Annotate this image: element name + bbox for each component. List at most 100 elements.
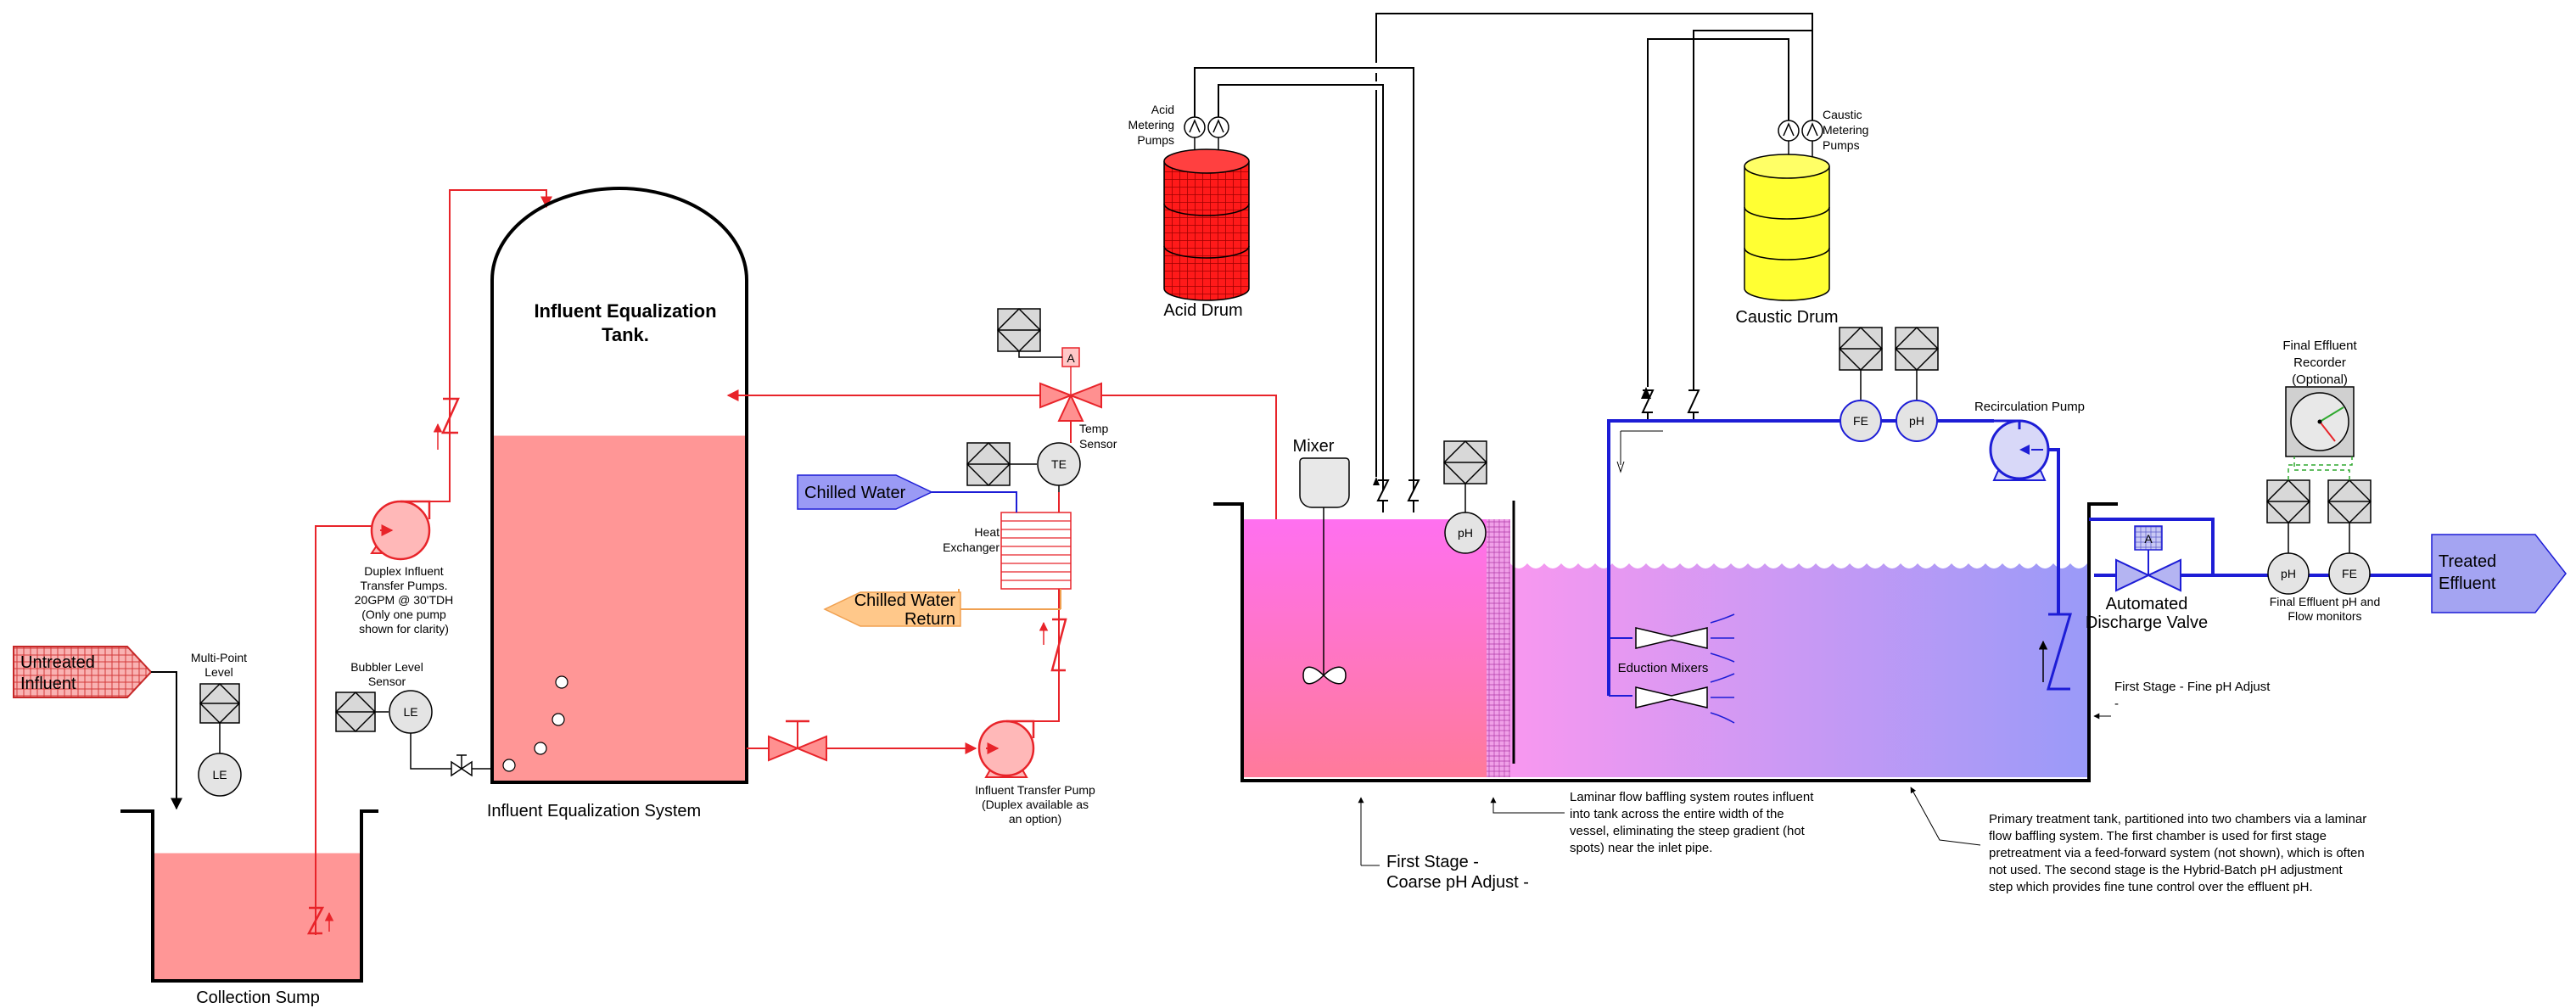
- final-monitors-label-1: Final Effluent pH and: [2270, 595, 2381, 608]
- cross-link-arrow: [1373, 477, 1380, 485]
- first-stage-coarse-label-1: First Stage -: [1386, 853, 1479, 871]
- caustic-pumps-label-2: Metering: [1823, 123, 1868, 137]
- final-effluent-flow-sensor: FE: [2327, 479, 2372, 595]
- acid-feed-line-2: [1218, 84, 1384, 490]
- collection-sump-liquid: [153, 853, 361, 979]
- eduction-mixers-label: Eduction Mixers: [1618, 661, 1709, 675]
- heat-exchanger-label-2: Exchanger: [943, 540, 1000, 554]
- caustic-check-2: [1687, 389, 1700, 413]
- mixer: [1299, 457, 1350, 685]
- caustic-metering-pumps: [1778, 120, 1823, 165]
- collection-sump: [120, 809, 378, 983]
- acid-drum-label: Acid Drum: [1163, 301, 1242, 320]
- eq-tank: [490, 187, 748, 784]
- chilled-return-label-1: Chilled Water: [854, 591, 956, 610]
- chilled-water-line: [932, 491, 1017, 512]
- le-label-sump: LE: [212, 768, 227, 781]
- caustic-drum-label: Caustic Drum: [1735, 308, 1838, 327]
- primary-pointer: [1910, 787, 1981, 846]
- duplex-pumps-label-5: shown for clarity): [359, 622, 449, 636]
- caustic-feed-line-outer: [1375, 13, 1813, 120]
- heat-exchanger-label-1: Heat: [974, 525, 1000, 539]
- le-label-eq: LE: [403, 705, 417, 719]
- ph-label-final: pH: [2281, 567, 2296, 580]
- treated-effluent-label-1: Treated: [2439, 552, 2496, 571]
- temp-sensor-label-1: Temp: [1079, 422, 1108, 435]
- caustic-drop-arrow-1: [1641, 387, 1651, 399]
- influent-transfer-pump-label-2: (Duplex available as: [982, 798, 1089, 811]
- treated-effluent-label-2: Effluent: [2439, 574, 2496, 593]
- primary-note-4: not used. The second stage is the Hybrid…: [1989, 863, 2343, 877]
- chilled-water-label: Chilled Water: [804, 484, 906, 502]
- heat-exchanger: [1000, 512, 1072, 590]
- temp-sensor: TE: [966, 441, 1081, 492]
- primary-note-5: step which provides fine tune control ov…: [1989, 880, 2313, 894]
- acid-drum: [1163, 148, 1250, 301]
- discharge-valve-a-label: A: [2144, 532, 2153, 546]
- caustic-feed-line-2: [1693, 30, 1813, 390]
- recorder-label-2: Recorder: [2293, 356, 2346, 370]
- acid-pumps-label-2: Metering: [1128, 118, 1174, 132]
- duplex-pumps-label-1: Duplex Influent: [364, 564, 444, 578]
- primary-treatment-tank: [1213, 502, 2118, 782]
- laminar-note-1: Laminar flow baffling system routes infl…: [1570, 790, 1814, 804]
- untreated-influent-label-1: Untreated: [20, 653, 95, 672]
- recirculation-pump: [1989, 419, 2050, 481]
- hx-check-valve: [1050, 618, 1067, 672]
- valve-actuator-a-label: A: [1067, 351, 1075, 365]
- duplex-pumps-label-2: Transfer Pumps.: [361, 579, 448, 592]
- primary-note-2: flow baffling system. The first chamber …: [1989, 829, 2327, 843]
- caustic-drum: [1744, 154, 1830, 301]
- hx-feed-line: [1033, 589, 1060, 722]
- discharge-valve-label-2: Discharge Valve: [2086, 613, 2208, 632]
- recirc-inner-line: [1620, 430, 1663, 465]
- first-stage-fine-label-2: -: [2114, 697, 2119, 711]
- recorder-signal-2: [2293, 456, 2350, 480]
- recirc-flow-element: FE: [1838, 326, 1884, 442]
- eq-system-label: Influent Equalization System: [487, 802, 701, 820]
- chilled-water-arrow: Chilled Water: [797, 474, 933, 510]
- fe-label-final: FE: [2342, 567, 2357, 580]
- chamber-1-liquid: [1244, 519, 1487, 777]
- influent-line: [151, 671, 182, 810]
- caustic-pumps-label-1: Caustic: [1823, 108, 1862, 121]
- bubbler-level-label-2: Sensor: [368, 675, 406, 688]
- treated-effluent-arrow: Treated Effluent: [2431, 534, 2567, 613]
- recirc-inner-arrow: [1616, 461, 1625, 473]
- final-effluent-recorder: [2285, 386, 2355, 457]
- laminar-note-4: spots) near the inlet pipe.: [1570, 841, 1712, 855]
- recorder-label-1: Final Effluent: [2282, 339, 2357, 353]
- ph-label-chamber-1: pH: [1458, 526, 1473, 540]
- recirc-ph-element: pH: [1894, 326, 1940, 442]
- recirc-suction-line: [2048, 448, 2060, 614]
- recirc-loop-line: [1607, 419, 1858, 696]
- chilled-water-return-arrow: Chilled Water Return: [823, 591, 961, 629]
- sump-suction-line: [315, 525, 372, 935]
- chamber-2-liquid: [1510, 563, 2087, 777]
- multi-point-level-transmitter: LE: [198, 682, 242, 797]
- eq-tank-title-2: Tank.: [602, 324, 649, 345]
- chilled-return-label-2: Return: [904, 610, 955, 629]
- te-label: TE: [1051, 457, 1067, 471]
- duplex-check-valve: [441, 397, 460, 434]
- multi-point-level-label-2: Level: [204, 665, 232, 679]
- acid-pumps-label-3: Pumps: [1137, 133, 1174, 147]
- primary-note-3: pretreatment via a feed-forward system (…: [1989, 846, 2365, 860]
- recorder-label-3: (Optional): [2292, 372, 2348, 387]
- temp-sensor-label-2: Sensor: [1079, 437, 1117, 451]
- ph-label-recirc: pH: [1909, 414, 1924, 428]
- collection-sump-label: Collection Sump: [196, 988, 320, 1007]
- duplex-transfer-pump: [370, 500, 431, 561]
- eduction-mixer-1: [1635, 613, 1735, 663]
- automated-discharge-valve: A: [2115, 525, 2181, 592]
- eq-tank-title-1: Influent Equalization: [534, 300, 716, 322]
- sump-check-valve: [306, 906, 325, 935]
- eq-tank-liquid: [492, 435, 747, 782]
- acid-pumps-label-1: Acid: [1151, 103, 1174, 116]
- influent-transfer-pump-label-3: an option): [1009, 812, 1061, 826]
- duplex-pumps-label-3: 20GPM @ 30'TDH: [355, 593, 453, 607]
- bubbler-level-label-1: Bubbler Level: [350, 660, 423, 674]
- recirculation-pump-label: Recirculation Pump: [1974, 400, 2085, 414]
- acid-feed-line-1: [1194, 67, 1414, 490]
- untreated-influent-arrow: Untreated Influent: [13, 646, 153, 698]
